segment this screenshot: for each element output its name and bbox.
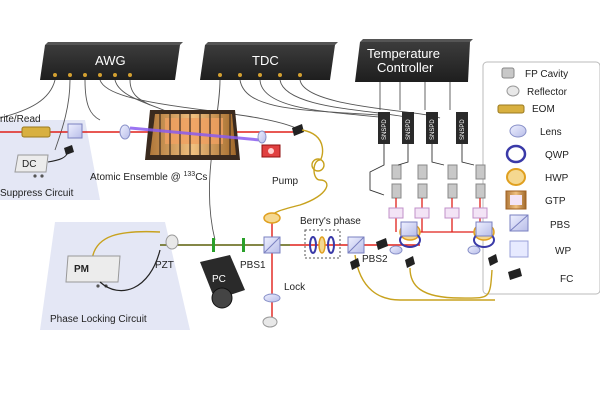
pump-element (261, 144, 281, 158)
legend-hwp: HWP (545, 173, 569, 184)
suppress-pbs (67, 123, 83, 139)
detector-label-2: SNSPD (406, 119, 412, 140)
pump-beam (129, 126, 261, 142)
lens-detection-right (467, 245, 481, 255)
pbs2-label: PBS2 (362, 254, 388, 265)
berry-phase-box (304, 229, 341, 259)
dc-fiber (47, 151, 69, 163)
write-read-label: rite/Read (0, 114, 41, 125)
detector-label-3: SNSPD (430, 119, 436, 140)
pm-fiber (99, 249, 161, 292)
temp-label-line2: Controller (377, 60, 434, 75)
tdc-unit: TDC (200, 42, 338, 80)
suppress-circuit-label: Suppress Circuit (0, 188, 74, 199)
legend-pbs: PBS (550, 220, 570, 231)
awg-label: AWG (95, 53, 126, 68)
pzt-mirror (165, 234, 179, 250)
legend-gtp: GTP (545, 196, 566, 207)
eom-icon (497, 104, 525, 114)
fiber-collimator-6 (488, 254, 498, 266)
legend-eom: EOM (532, 104, 555, 115)
suppress-circuit-panel (0, 120, 100, 200)
legend-reflector: Reflector (527, 87, 568, 98)
fiber-collimator-4 (350, 258, 360, 270)
detector-label-4: SNSPD (460, 119, 466, 140)
qwp-icon (505, 144, 527, 164)
wp-icon (509, 240, 529, 258)
reflector-bottom (262, 316, 278, 328)
pbs1-element (263, 236, 281, 254)
awg-unit: AWG (40, 42, 183, 80)
legend-panel: FP Cavity Reflector EOM Lens QWP HWP GTP… (482, 61, 600, 295)
legend-qwp: QWP (545, 150, 569, 161)
lens-pump (257, 130, 267, 144)
detector-channels: SNSPD SNSPD SNSPD SNSPD (369, 112, 488, 232)
pbs2-element (347, 236, 365, 254)
legend-fc: FC (560, 274, 573, 285)
pc-label: PC (212, 274, 226, 285)
pzt-label: PZT (155, 260, 174, 271)
atomic-ensemble-label: Atomic Ensemble @ 133Cs (90, 171, 207, 183)
detector-channel-4: SNSPD (456, 112, 488, 232)
detector-label-1: SNSPD (382, 119, 388, 140)
detector-channel-2: SNSPD (397, 112, 430, 232)
phase-locking-label: Phase Locking Circuit (50, 314, 147, 325)
detection-pbs-right (475, 221, 493, 237)
eom-element (21, 126, 51, 138)
fp-cavity-icon (501, 67, 515, 79)
tdc-label: TDC (252, 53, 279, 68)
fiber-collimator-1 (64, 145, 74, 155)
legend-fp-cavity: FP Cavity (525, 69, 568, 80)
fiber-collimator-3 (376, 238, 388, 250)
legend-lens: Lens (540, 127, 562, 138)
fc-icon (508, 268, 522, 280)
pc-device: PC (200, 255, 245, 309)
gtp-icon (505, 190, 527, 210)
berry-phase-label: Berry's phase (300, 216, 361, 227)
lens-vertical (263, 293, 281, 303)
pbs1-label: PBS1 (240, 260, 266, 271)
pbs-icon (509, 214, 529, 232)
reflector-icon (506, 85, 520, 97)
lens-detection-left (389, 245, 403, 255)
dc-box: DC (14, 154, 49, 178)
temp-label-line1: Temperature (367, 46, 440, 61)
hwp-icon (506, 168, 526, 186)
lens-write (119, 124, 131, 140)
pump-label: Pump (272, 176, 299, 187)
detector-channel-1: SNSPD (369, 112, 404, 232)
lock-label: Lock (284, 282, 306, 293)
hwp-vertical (263, 212, 281, 224)
legend-wp: WP (555, 246, 571, 257)
detector-channel-3: SNSPD (426, 112, 460, 232)
fiber-collimator-2 (292, 124, 304, 136)
lens-icon (509, 124, 527, 138)
temperature-controller-unit: Temperature Controller (355, 39, 473, 82)
fiber-collimator-5 (405, 256, 415, 268)
dc-label: DC (22, 159, 36, 170)
pm-label: PM (74, 264, 89, 275)
detection-pbs-left (400, 221, 418, 237)
green-filters (212, 238, 245, 252)
